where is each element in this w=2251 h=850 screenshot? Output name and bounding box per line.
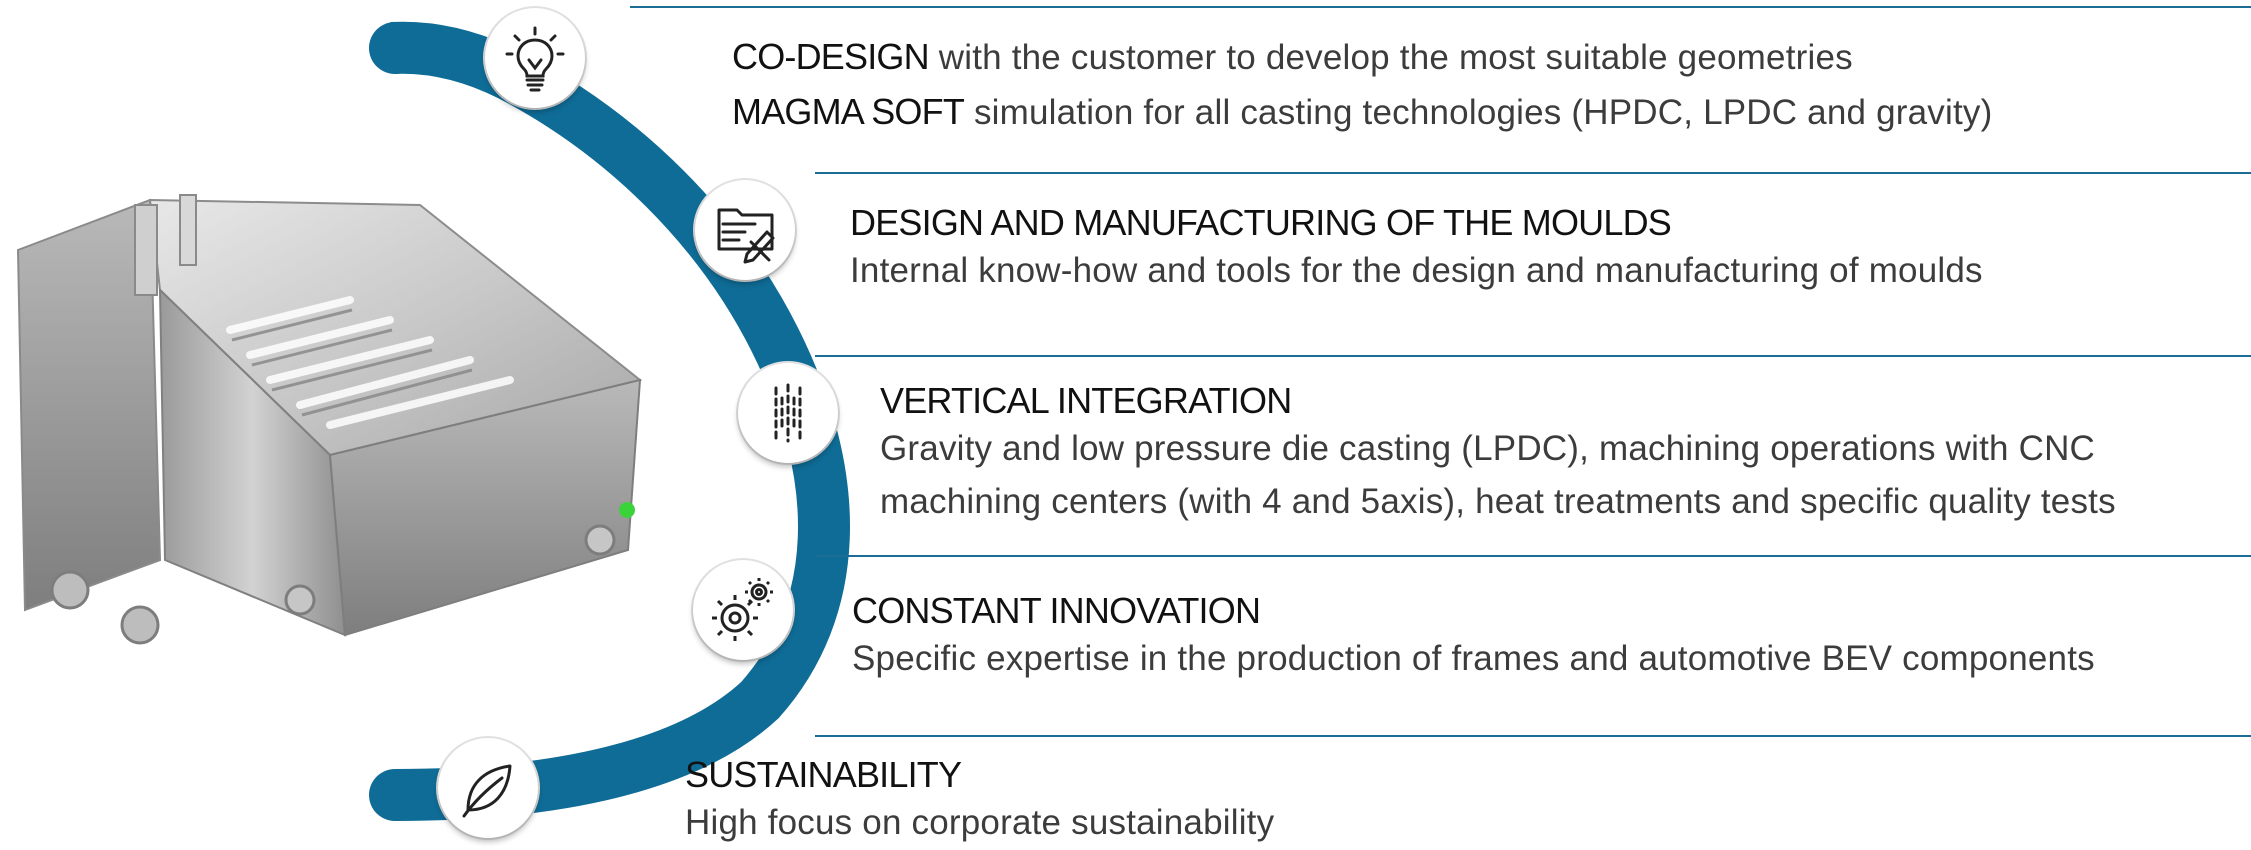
magma-soft-text: simulation for all casting technologies … — [964, 92, 1993, 132]
step-4-description: Specific expertise in the production of … — [852, 639, 2095, 678]
step-5-description: High focus on corporate sustainability — [685, 803, 1275, 842]
step-2-description: Internal know-how and tools for the desi… — [850, 251, 1983, 290]
step-3-icon-badge — [738, 363, 838, 463]
magma-soft-keyword: MAGMA SOFT — [732, 90, 965, 132]
step-4-icon-badge — [693, 560, 793, 660]
product-render-image — [16, 194, 643, 645]
design-tools-icon — [717, 208, 775, 264]
step-1-icon-badge — [485, 8, 585, 108]
step-1-line-1: CO-DESIGN with the customer to develop t… — [732, 30, 1992, 85]
co-design-text: with the customer to develop the most su… — [928, 38, 1853, 77]
divider-2 — [815, 172, 2251, 174]
step-2-title: DESIGN AND MANUFACTURING OF THE MOULDS — [850, 202, 1672, 243]
step-1-text: CO-DESIGN with the customer to develop t… — [732, 30, 1992, 139]
lightbulb-icon — [505, 26, 565, 92]
divider-3 — [815, 355, 2251, 357]
step-2-icon-badge — [695, 180, 795, 280]
step-4-text: CONSTANT INNOVATION Specific expertise i… — [852, 588, 2095, 686]
leaf-icon — [462, 764, 512, 818]
step-3-title: VERTICAL INTEGRATION — [880, 380, 1292, 421]
step-2-text: DESIGN AND MANUFACTURING OF THE MOULDS I… — [850, 200, 1983, 298]
divider-5 — [815, 735, 2251, 737]
divider-1 — [630, 6, 2251, 8]
step-3-description-line-1: Gravity and low pressure die casting (LP… — [880, 429, 2096, 468]
arc-end-cap — [369, 769, 421, 821]
step-1-line-2: MAGMA SOFT simulation for all casting te… — [732, 85, 1992, 140]
step-5-text: SUSTAINABILITY High focus on corporate s… — [685, 752, 1274, 850]
step-5-icon-badge — [438, 738, 538, 838]
step-3-description-line-2: machining centers (with 4 and 5axis), he… — [880, 481, 2116, 521]
step-3-text: VERTICAL INTEGRATION Gravity and low pre… — [880, 378, 2116, 528]
gears-icon — [712, 578, 773, 641]
co-design-keyword: CO-DESIGN — [732, 36, 930, 77]
step-5-title: SUSTAINABILITY — [685, 754, 962, 795]
step-4-title: CONSTANT INNOVATION — [852, 590, 1261, 631]
arc-start-cap — [369, 22, 421, 74]
divider-4 — [815, 555, 2251, 557]
vertical-lines-icon — [774, 383, 802, 443]
